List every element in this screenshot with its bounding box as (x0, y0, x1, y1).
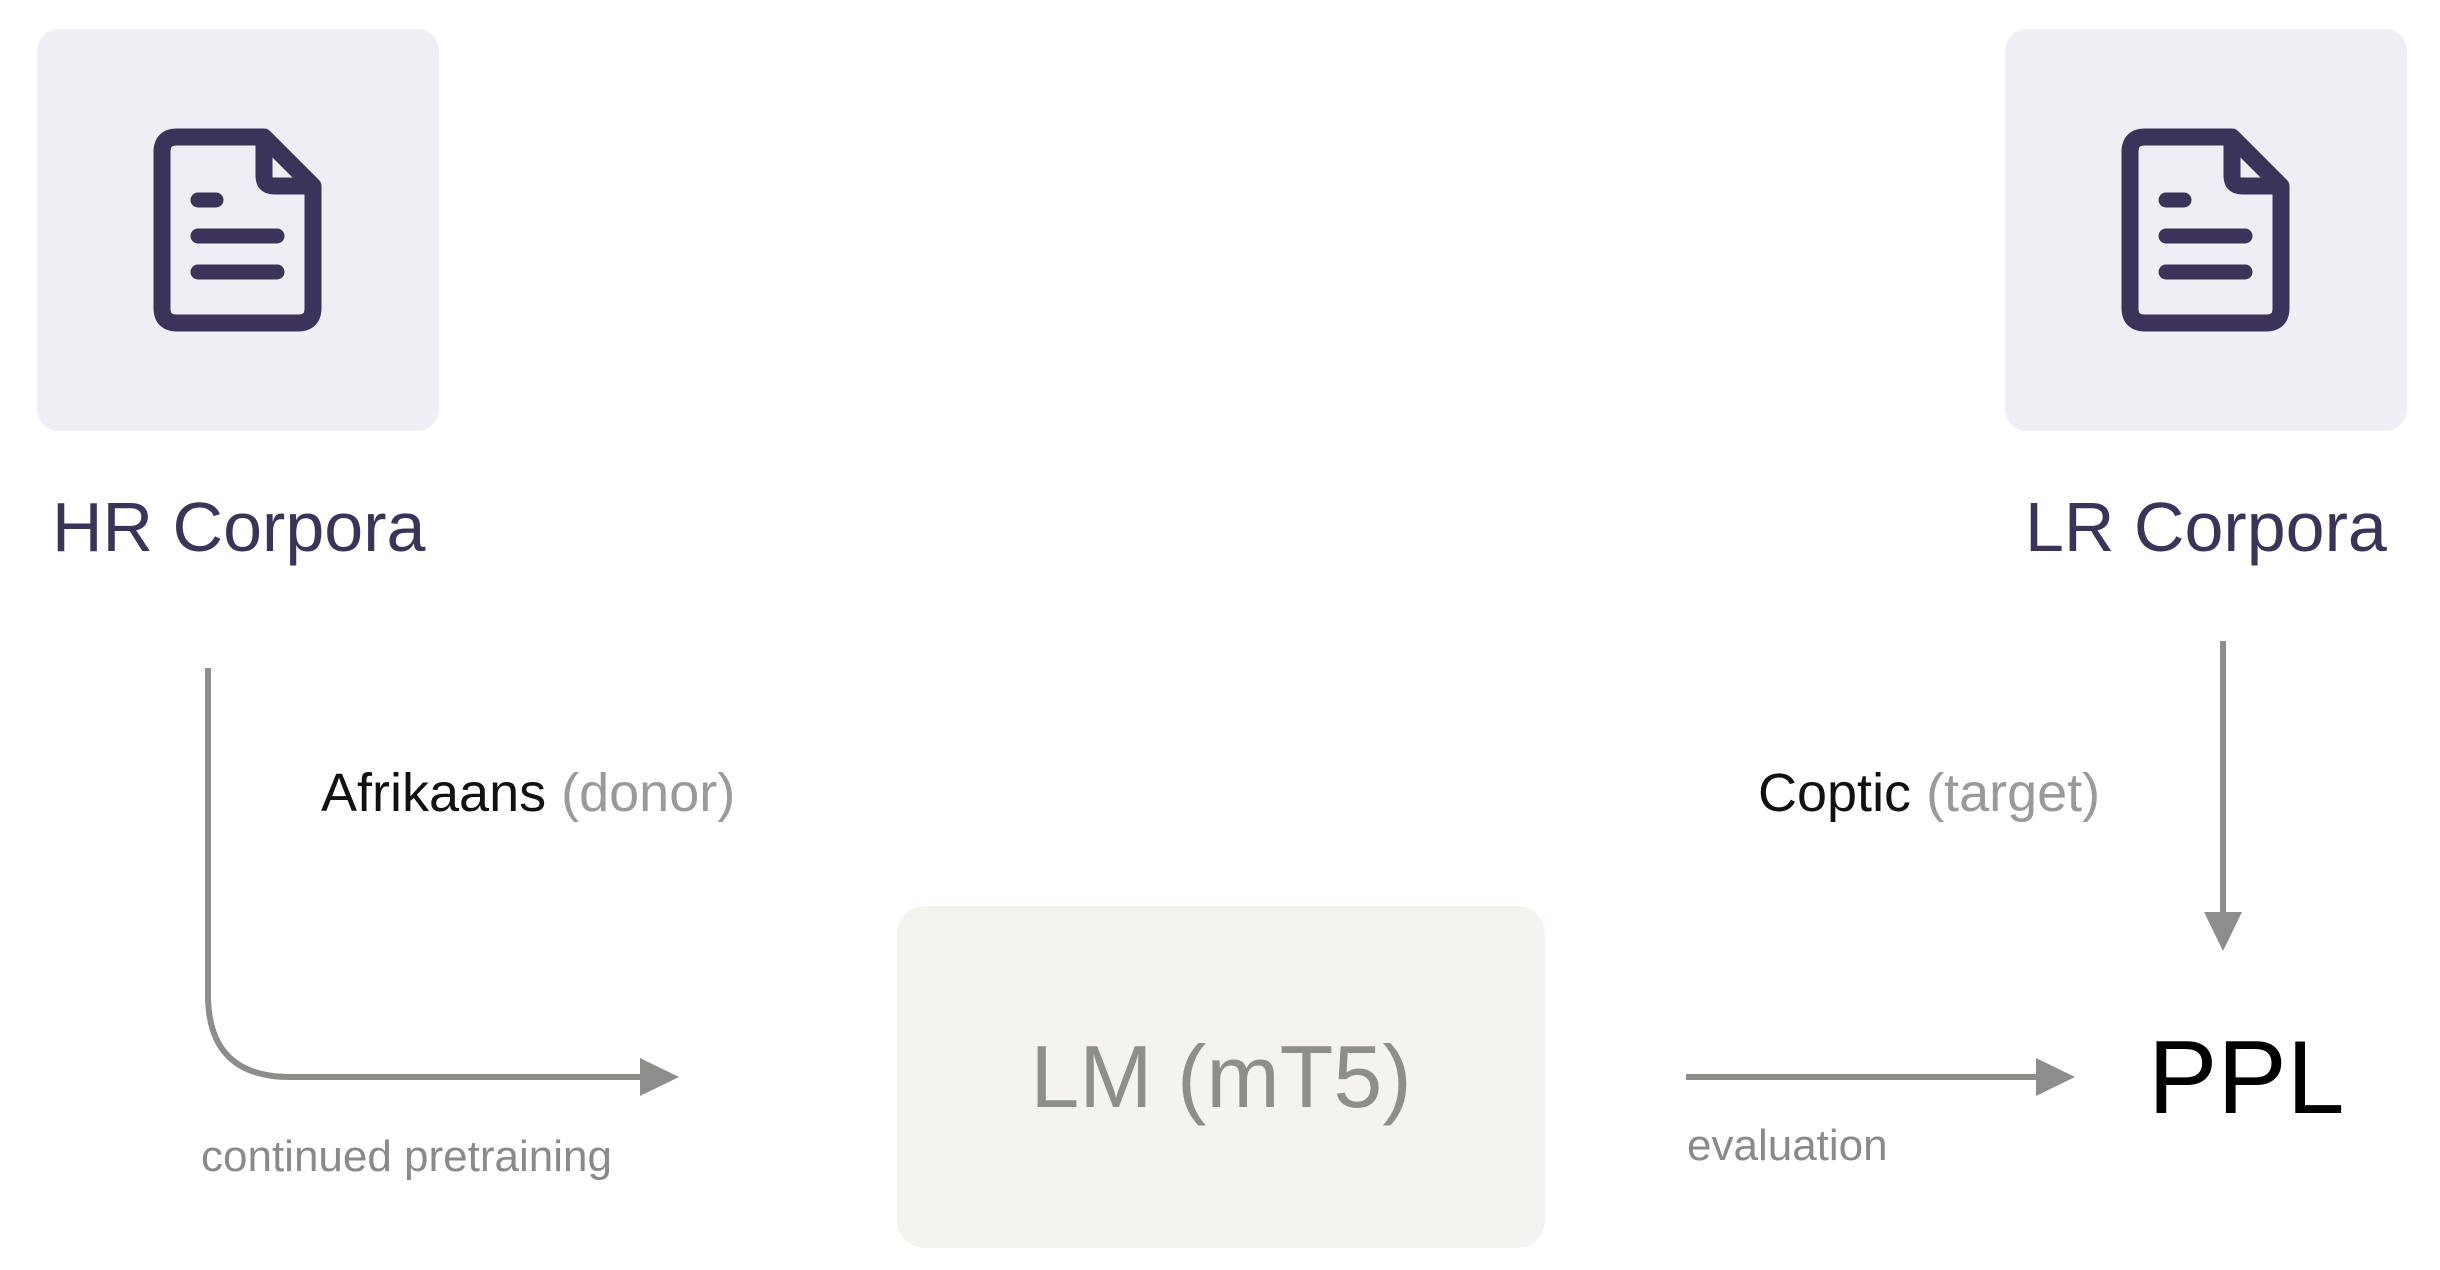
lm-box: LM (mT5) (897, 906, 1545, 1248)
hr-corpora-label: HR Corpora (52, 488, 426, 566)
hr-corpora-tile (37, 29, 439, 431)
document-icon (2121, 128, 2291, 332)
donor-language-name: Afrikaans (321, 763, 547, 823)
ppl-label: PPL (2148, 1020, 2345, 1136)
evaluation-arrow-head (2036, 1058, 2075, 1096)
evaluation-caption: evaluation (1687, 1121, 1888, 1170)
lm-label: LM (mT5) (1030, 1027, 1412, 1126)
target-language-name: Coptic (1758, 763, 1912, 823)
target-role: (target) (1926, 763, 2101, 823)
document-icon (153, 128, 323, 332)
pretraining-caption: continued pretraining (201, 1132, 612, 1181)
target-language-label: Coptic (target) (1758, 766, 2100, 820)
donor-role: (donor) (561, 763, 736, 823)
lr-corpora-label: LR Corpora (2025, 488, 2387, 566)
lr-corpora-tile (2005, 29, 2407, 431)
donor-language-label: Afrikaans (donor) (321, 766, 735, 820)
target-arrow-head (2204, 912, 2242, 951)
pretraining-arrow-head (640, 1058, 679, 1096)
pretraining-arrow-line (205, 668, 640, 1080)
